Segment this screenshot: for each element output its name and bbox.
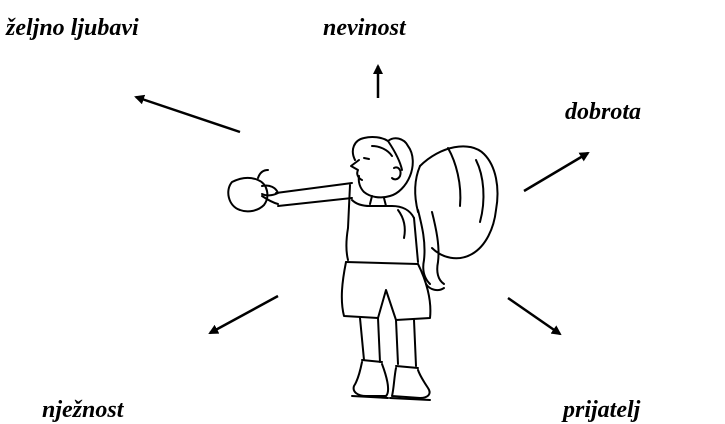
- label-right: dobrota: [565, 99, 642, 125]
- label-bottom-right: prijatelj: [563, 397, 641, 423]
- apple-icon: [227, 176, 269, 213]
- arrow-top-left: [134, 94, 241, 134]
- arrow-right: [523, 151, 590, 193]
- label-top: nevinost: [323, 15, 406, 41]
- arrow-bottom-right: [507, 296, 562, 336]
- shoe-right: [391, 367, 431, 399]
- backpack-icon: [419, 145, 499, 260]
- arrow-bottom-left: [208, 294, 279, 335]
- child-illustration: [227, 136, 499, 401]
- shoe-left: [352, 361, 390, 397]
- label-top-left: željno ljubavi: [6, 15, 139, 41]
- label-bottom-left: nježnost: [42, 397, 124, 423]
